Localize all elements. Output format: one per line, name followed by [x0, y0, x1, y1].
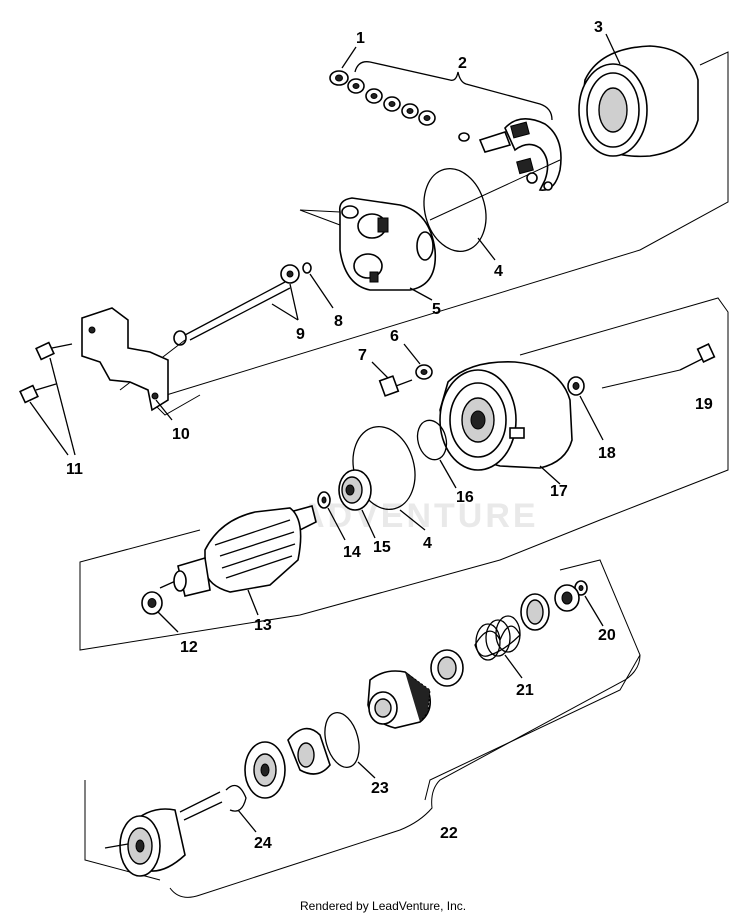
part-12-bushing: [141, 591, 179, 633]
callout-13: 13: [254, 617, 272, 634]
part-21-spring-assembly: [430, 584, 580, 687]
middle-group-outline: [79, 297, 729, 651]
part-13-armature: [159, 505, 317, 616]
part-7-terminal-bolt: [371, 361, 413, 397]
part-3-yoke-housing: [578, 33, 699, 158]
callout-23: 23: [371, 780, 389, 797]
callout-10: 10: [172, 426, 190, 443]
part-24-clip: [225, 784, 257, 833]
part-2-brush-holder: [458, 118, 562, 191]
callout-12: 12: [180, 639, 198, 656]
part-1-nut: [329, 46, 357, 86]
part-5-end-cover: [299, 197, 437, 301]
callout-3: 3: [594, 19, 603, 36]
callout-6: 6: [390, 328, 399, 345]
callout-14: 14: [343, 544, 361, 561]
callout-20: 20: [598, 627, 616, 644]
callout-17: 17: [550, 483, 568, 500]
callout-4-top: 4: [494, 263, 503, 280]
part-18-washer: [567, 376, 604, 441]
watermark: ADVENTURE: [300, 497, 539, 535]
part-9-through-bolts: [119, 264, 300, 391]
part-23-o-ring: [324, 711, 376, 779]
top-group-outline: [149, 51, 729, 416]
callout-1: 1: [356, 30, 365, 47]
part-23-collar: [287, 727, 331, 775]
part-22-clutch-assembly: [367, 670, 431, 729]
part-11-bolts: [19, 341, 76, 456]
callout-22: 22: [440, 825, 458, 842]
part-4-o-ring-top: [423, 159, 561, 261]
part-19-bolt: [601, 343, 716, 389]
top-bracket-link: [299, 209, 341, 226]
callout-24: 24: [254, 835, 272, 852]
part-6-nut: [403, 343, 433, 380]
footer-credit: Rendered by LeadVenture, Inc.: [300, 899, 466, 913]
callout-8: 8: [334, 313, 343, 330]
callout-16: 16: [456, 489, 474, 506]
part-20-washer: [574, 580, 604, 627]
callout-5: 5: [432, 301, 441, 318]
part-17-front-housing: [439, 361, 573, 485]
part-16-o-ring: [416, 419, 457, 489]
callout-11: 11: [66, 461, 83, 478]
callout-9: 9: [296, 326, 305, 343]
callout-4-middle: 4: [423, 535, 432, 552]
bottom-group-outline: [424, 559, 641, 801]
callout-7: 7: [358, 347, 367, 364]
part-23-plate: [244, 741, 286, 799]
part-2-washer-set: [347, 61, 553, 126]
callout-2: 2: [458, 55, 467, 72]
part-10-bracket: [81, 307, 173, 421]
callout-21: 21: [516, 682, 534, 699]
callout-15: 15: [373, 539, 391, 556]
part-15-bearing: [338, 469, 376, 539]
callout-19: 19: [695, 396, 713, 413]
callout-18: 18: [598, 445, 616, 462]
part-22-drive-gear: [104, 791, 223, 877]
bottom-bracket: [169, 654, 641, 898]
part-14-washer: [317, 491, 346, 541]
part-8-washer: [302, 262, 334, 309]
